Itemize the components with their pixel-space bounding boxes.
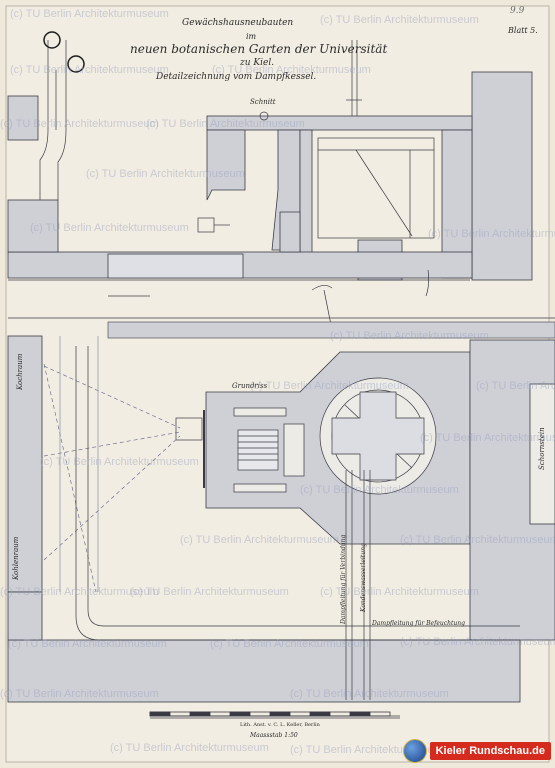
footer-imprint: Lith. Anst. v. C. L. Keller, Berlin (240, 722, 320, 728)
punch-hole-icon (43, 31, 61, 49)
scale-bar (149, 711, 391, 717)
watermark: (c) TU Berlin Architekturmuseum (290, 688, 449, 700)
brand-label: Kieler Rundschau.de (429, 742, 551, 760)
watermark: (c) TU Berlin Architekturmuseum (330, 330, 489, 342)
watermark: (c) TU Berlin Architekturmuseum (210, 638, 369, 650)
title-line-2: im (246, 32, 257, 41)
watermark: (c) TU Berlin Architekturmuseum (180, 534, 339, 546)
globe-icon (402, 739, 427, 763)
title-line-3: neuen botanischen Garten der Universität (130, 42, 388, 56)
watermark: (c) TU Berlin Architekturmuseum (212, 64, 371, 76)
watermark: (c) TU Berlin Architekturmuseum (320, 586, 479, 598)
label-kochraum: Kochraum (16, 353, 24, 390)
watermark: (c) TU Berlin Architekturmuseum (0, 688, 159, 700)
watermark: (c) TU Berlin Architekturmuseum (30, 222, 189, 234)
label-schnitt: Schnitt (250, 98, 276, 106)
watermark: (c) TU Berlin Architekturmuseum (10, 64, 169, 76)
watermark: (c) TU Berlin Architekturmuseum (400, 636, 555, 648)
footer-scale: Maassstab 1:50 (250, 732, 298, 739)
watermark: (c) TU Berlin Architekturmuseum (40, 456, 199, 468)
title-line-1: Gewächshausneubauten (182, 18, 294, 28)
label-kohlenraum: Kohlenraum (12, 536, 20, 580)
watermark: (c) TU Berlin Architekturmuseum (250, 380, 409, 392)
label-dampfleitung-verbindung: Dampfleitung für Verbindung (340, 534, 347, 624)
watermark: (c) TU Berlin Architekturmuseum (110, 742, 269, 754)
plan-lines (43, 336, 520, 719)
watermark: (c) TU Berlin Architekturmuseum (130, 586, 289, 598)
watermark: (c) TU Berlin Architekturmuseum (86, 168, 245, 180)
punch-hole-icon (67, 55, 85, 73)
watermark: (c) TU Berlin Architekturmuseum (0, 118, 159, 130)
sheet-number: Blatt 5. (508, 26, 538, 35)
watermark: (c) TU Berlin Architekturmuseum (320, 14, 479, 26)
section-lines (8, 40, 555, 331)
brand-badge: Kieler Rundschau.de (402, 738, 551, 764)
watermark: (c) TU Berlin Architekturmuseum (8, 638, 167, 650)
title-line-4: zu Kiel. (240, 58, 275, 68)
label-grundriss: Grundriss (232, 382, 268, 390)
watermark: (c) TU Berlin Architekturmuseum (476, 380, 555, 392)
title-line-5: Detailzeichnung vom Dampfkessel. (156, 72, 317, 82)
archive-number: 9.9 (510, 6, 525, 16)
label-kondenswasserleitung: Kondenswasserleitung (360, 543, 367, 612)
watermark: (c) TU Berlin Architekturmuseum (400, 534, 555, 546)
watermark: (c) TU Berlin Architekturmuseum (420, 432, 555, 444)
watermark: (c) TU Berlin Architekturmuseum (428, 228, 555, 240)
watermark: (c) TU Berlin Architekturmuseum (146, 118, 305, 130)
watermark: (c) TU Berlin Architekturmuseum (0, 586, 159, 598)
watermark: (c) TU Berlin Architekturmuseum (300, 484, 459, 496)
middle-band (107, 321, 555, 339)
section-drawing (7, 71, 533, 281)
watermark: (c) TU Berlin Architekturmuseum (10, 8, 169, 20)
label-dampfleitung-befeuchtung: Dampfleitung für Befeuchtung (372, 620, 465, 627)
